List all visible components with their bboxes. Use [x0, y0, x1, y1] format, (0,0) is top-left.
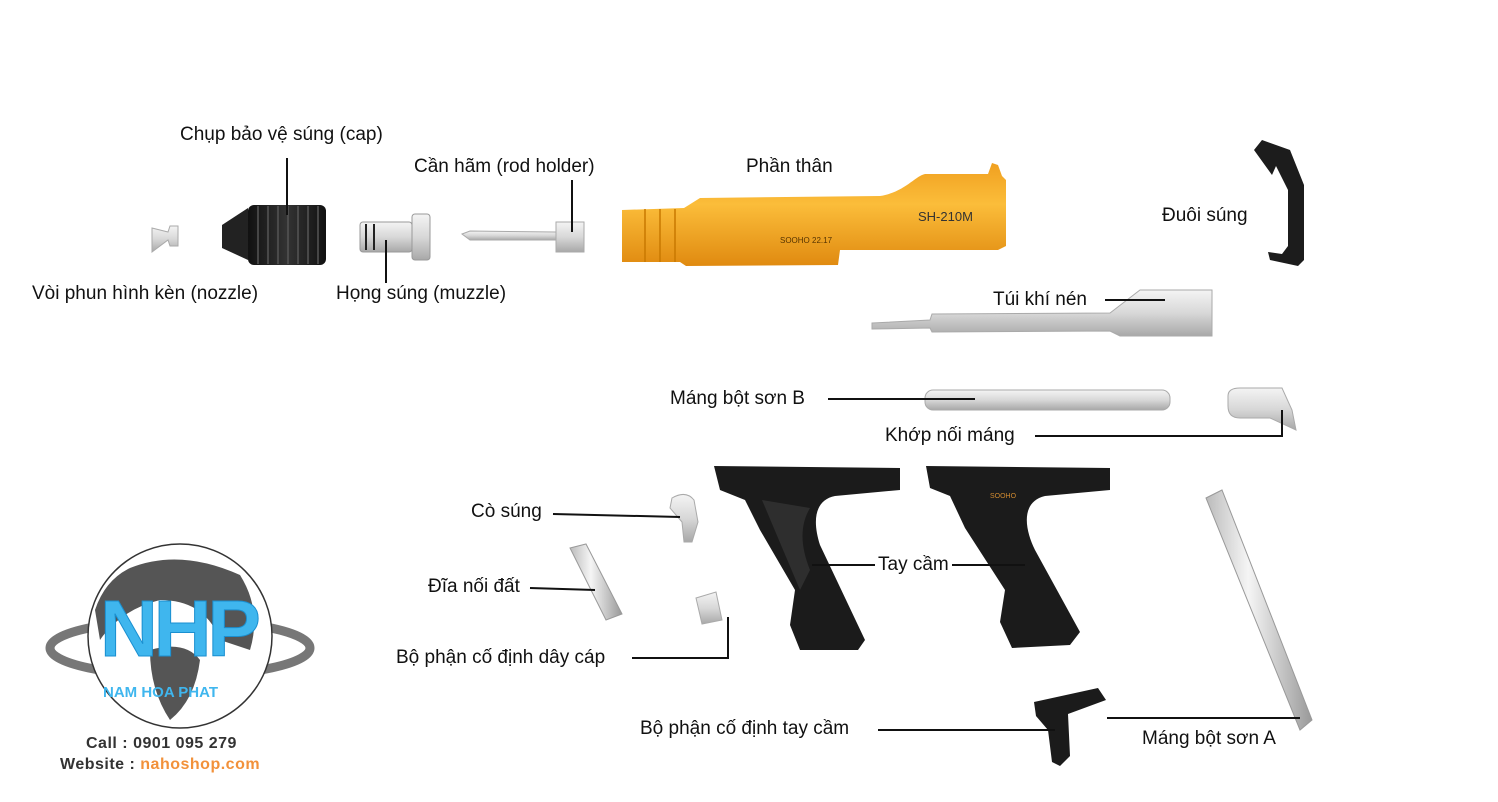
air-bag-part: [871, 289, 1213, 337]
nozzle-part: [151, 225, 179, 253]
label-handle: Tay cầm: [878, 554, 949, 575]
leader-lines: [286, 158, 1300, 731]
logo-name: NAM HOA PHAT: [103, 684, 218, 701]
tail-part: [1254, 140, 1304, 266]
muzzle-part: [359, 213, 431, 261]
label-ground-disc: Đĩa nối đất: [428, 576, 520, 597]
phone-number: 0901 095 279: [133, 735, 237, 752]
logo-website: Website : nahoshop.com: [60, 756, 260, 774]
handle-right-part: SOOHO: [926, 466, 1110, 648]
label-cable-holder: Bộ phận cố định dây cáp: [396, 647, 606, 668]
ground-disc-part: [569, 543, 623, 621]
body-model-text: SH-210M: [918, 209, 973, 224]
body-brand-text: SOOHO 22.17: [780, 236, 833, 245]
tube-joint-part: [1227, 387, 1297, 431]
handle-holder-part: [1034, 688, 1106, 766]
nam-hoa-phat-logo: NHP NAM HOA PHAT: [45, 543, 315, 729]
label-tail: Đuôi súng: [1162, 205, 1248, 226]
logo-call: Call : 0901 095 279: [86, 735, 237, 753]
handle-left-part: [714, 466, 900, 650]
handle-brand-text: SOOHO: [990, 493, 1017, 500]
trigger-part: [669, 494, 699, 543]
website-link[interactable]: nahoshop.com: [140, 756, 261, 773]
cable-holder-part: [695, 591, 723, 625]
tube-a-part: [1205, 489, 1313, 731]
website-label: Website :: [60, 756, 141, 773]
label-trigger: Cò súng: [471, 501, 542, 522]
label-rod-holder: Cần hãm (rod holder): [414, 156, 595, 177]
rod-holder-part: [460, 221, 585, 253]
label-nozzle: Vòi phun hình kèn (nozzle): [32, 283, 259, 304]
label-tube-a: Máng bột sơn A: [1142, 728, 1276, 749]
cap-part: [222, 205, 326, 265]
label-air-bag: Túi khí nén: [993, 289, 1087, 310]
label-muzzle: Họng súng (muzzle): [336, 283, 507, 304]
label-handle-holder: Bộ phận cố định tay cầm: [640, 718, 850, 739]
call-label: Call :: [86, 735, 134, 752]
label-cap: Chụp bảo vệ súng (cap): [180, 124, 383, 145]
label-tube-b: Máng bột sơn B: [670, 388, 805, 409]
label-tube-joint: Khớp nối máng: [885, 425, 1015, 446]
logo-letters: NHP: [100, 584, 259, 673]
label-body: Phần thân: [746, 156, 833, 177]
gun-body-part: SH-210M SOOHO 22.17: [622, 163, 1006, 266]
